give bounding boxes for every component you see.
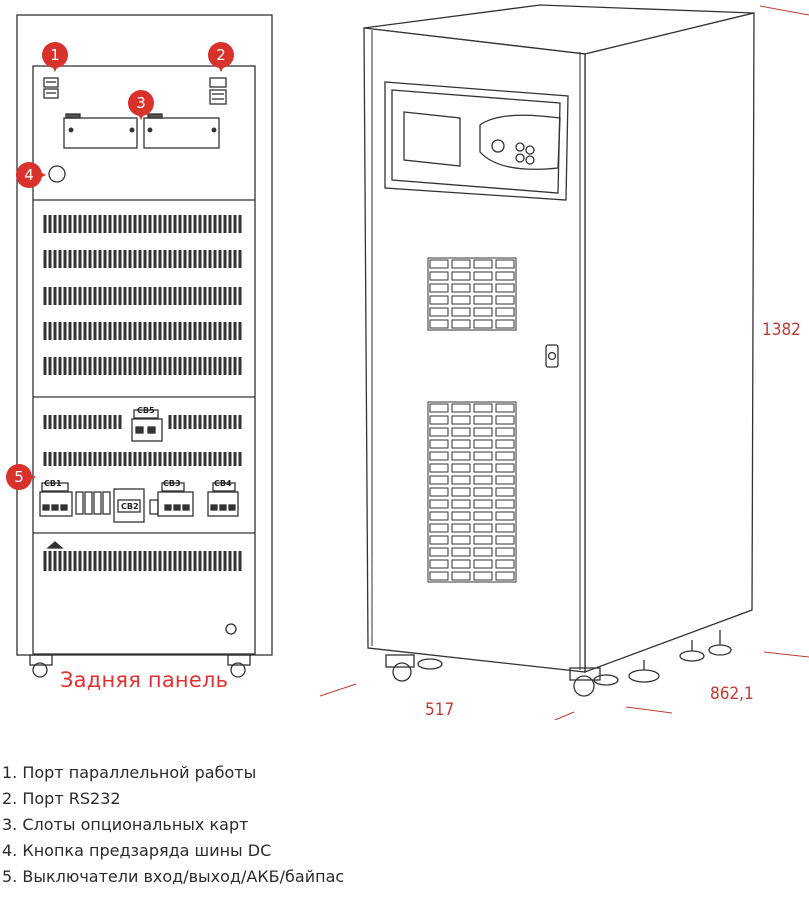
- breaker-cb2: [113, 488, 145, 523]
- legend-item: 4. Кнопка предзаряда шины DC: [2, 841, 272, 860]
- option-card-slots: [63, 113, 220, 149]
- legend-item: 1. Порт параллельной работы: [2, 763, 257, 782]
- callout-marker-5: 5: [6, 464, 36, 490]
- legend: 1. Порт параллельной работы 2. Порт RS23…: [2, 760, 344, 890]
- cb5-label: CB5: [137, 406, 155, 415]
- front-caster-right: [569, 667, 619, 697]
- front-caster-left: [385, 654, 443, 682]
- parallel-port: [43, 77, 59, 99]
- callout-marker-1: 1: [42, 42, 68, 72]
- breaker-cb4: [207, 482, 239, 517]
- callout-marker-3: 3: [128, 90, 154, 120]
- legend-item: 3. Слоты опциональных карт: [2, 815, 249, 834]
- legend-item: 5. Выключатели вход/выход/АКБ/байпас: [2, 867, 345, 886]
- cb1-label: CB1: [44, 479, 62, 488]
- rear-panel-caption: Задняя панель: [60, 668, 229, 692]
- rear-caster-left: [29, 654, 53, 678]
- cb4-label: CB4: [214, 479, 232, 488]
- dc-precharge-button: [48, 165, 66, 183]
- breaker-group: [75, 491, 111, 515]
- height-dimension: 1382: [762, 320, 801, 340]
- ups-drawing: [16, 4, 809, 720]
- breaker-cb3: [149, 482, 194, 517]
- cb2-label: CB2: [121, 502, 139, 511]
- side-feet: [628, 630, 732, 683]
- breaker-cb5: [131, 409, 163, 442]
- rear-caster-right: [227, 654, 251, 678]
- legend-item: 2. Порт RS232: [2, 789, 121, 808]
- rear-cabinet: [16, 14, 273, 678]
- cb3-label: CB3: [163, 479, 181, 488]
- callout-marker-4: 4: [16, 162, 46, 188]
- depth-dimension: 862,1: [710, 684, 754, 704]
- width-dimension: 517: [425, 700, 455, 720]
- callout-marker-2: 2: [208, 42, 234, 72]
- rs232-port: [209, 77, 227, 105]
- breaker-cb1: [39, 482, 73, 517]
- front-cabinet: [363, 4, 755, 697]
